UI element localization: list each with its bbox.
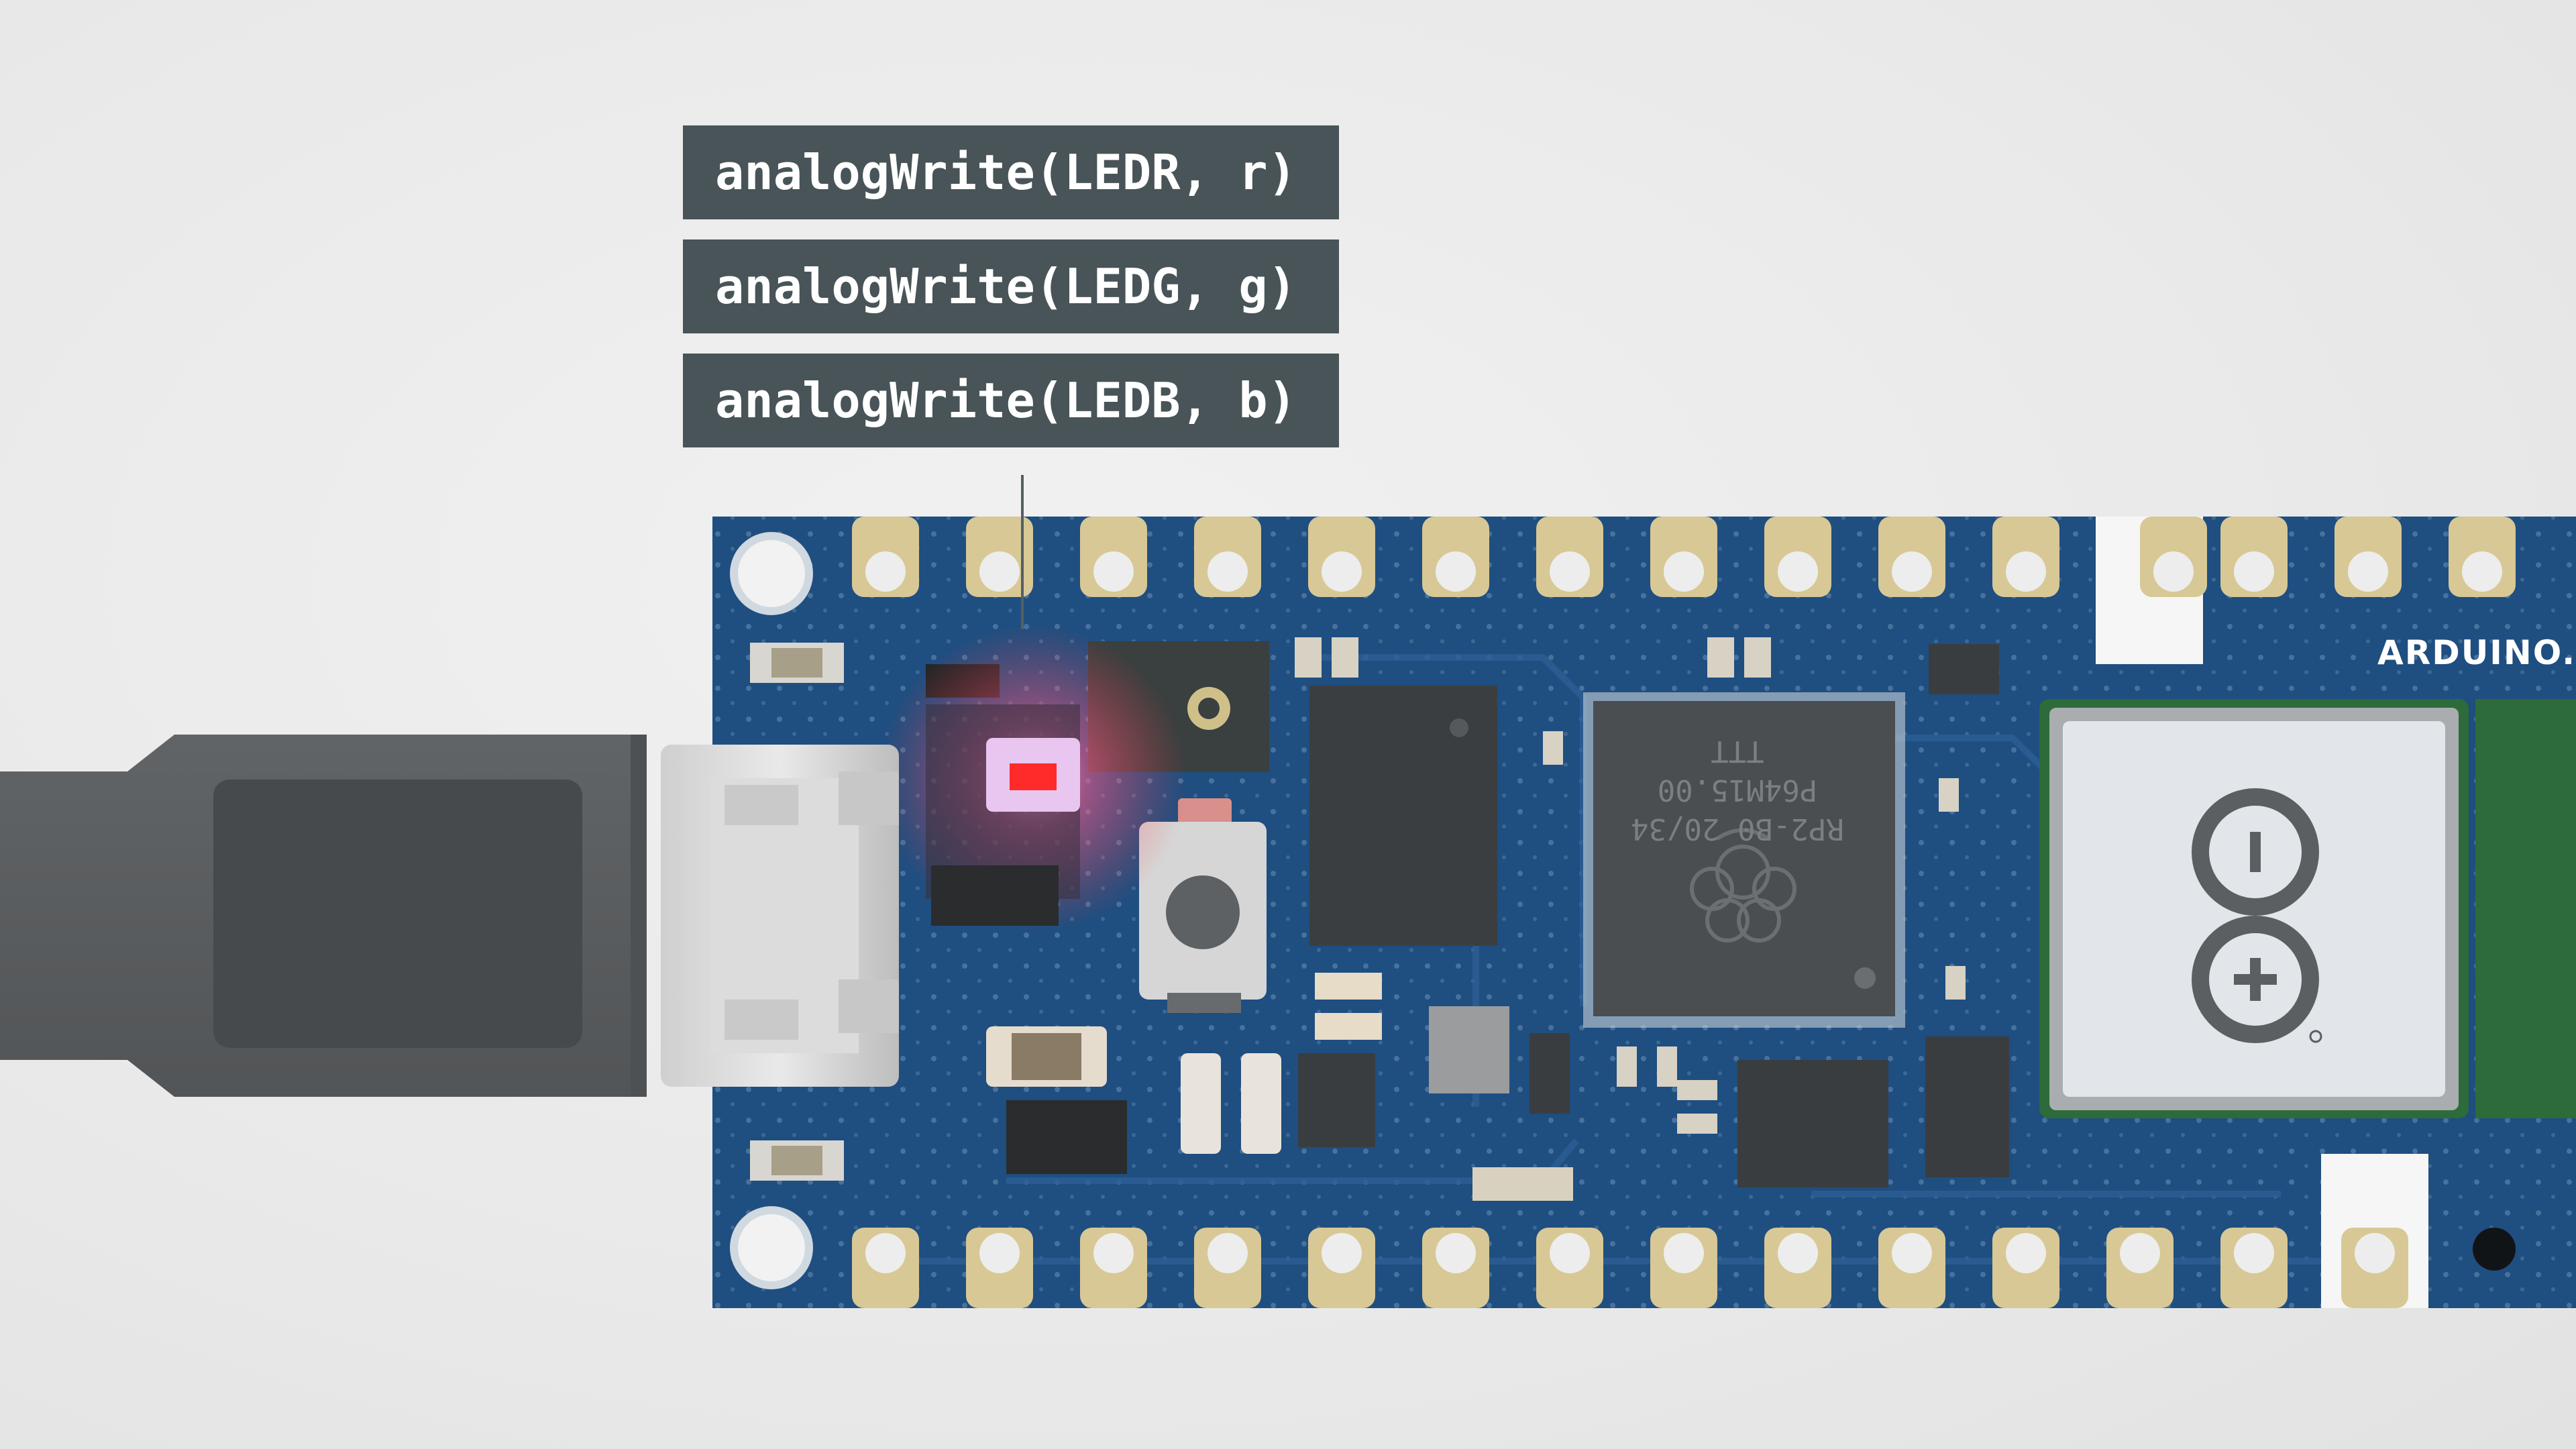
raspberry-pi-logo-icon (1690, 828, 1796, 943)
arduino-infinity-logo-icon (2192, 788, 2322, 1043)
chip-marking-line1: RP2-B0 20/34 (1631, 812, 1844, 846)
code-label-ledg: analogWrite(LEDG, g) (683, 239, 1339, 333)
arduino-brand-text: ARDUINO. (2377, 633, 2576, 672)
rp2040-microcontroller (1583, 692, 1905, 1028)
header-pads-top (852, 517, 2516, 664)
usb-connector (661, 745, 899, 1087)
code-label-stack: analogWrite(LEDR, r) analogWrite(LEDG, g… (683, 125, 1339, 468)
flash-chip (1309, 686, 1497, 946)
leader-line (1021, 475, 1024, 629)
wireless-module (2039, 699, 2576, 1118)
usb-cable (0, 735, 647, 1097)
code-label-ledb: analogWrite(LEDB, b) (683, 354, 1339, 447)
chip-marking-line2: P64M15.00 TTT (1657, 734, 1818, 807)
header-pads-bottom (852, 1154, 2516, 1308)
chip-marking: RP2-B0 20/34 P64M15.00 TTT (1623, 731, 1851, 848)
reset-button (1139, 798, 1267, 1013)
code-label-ledr: analogWrite(LEDR, r) (683, 125, 1339, 219)
rgb-led (879, 624, 1187, 932)
